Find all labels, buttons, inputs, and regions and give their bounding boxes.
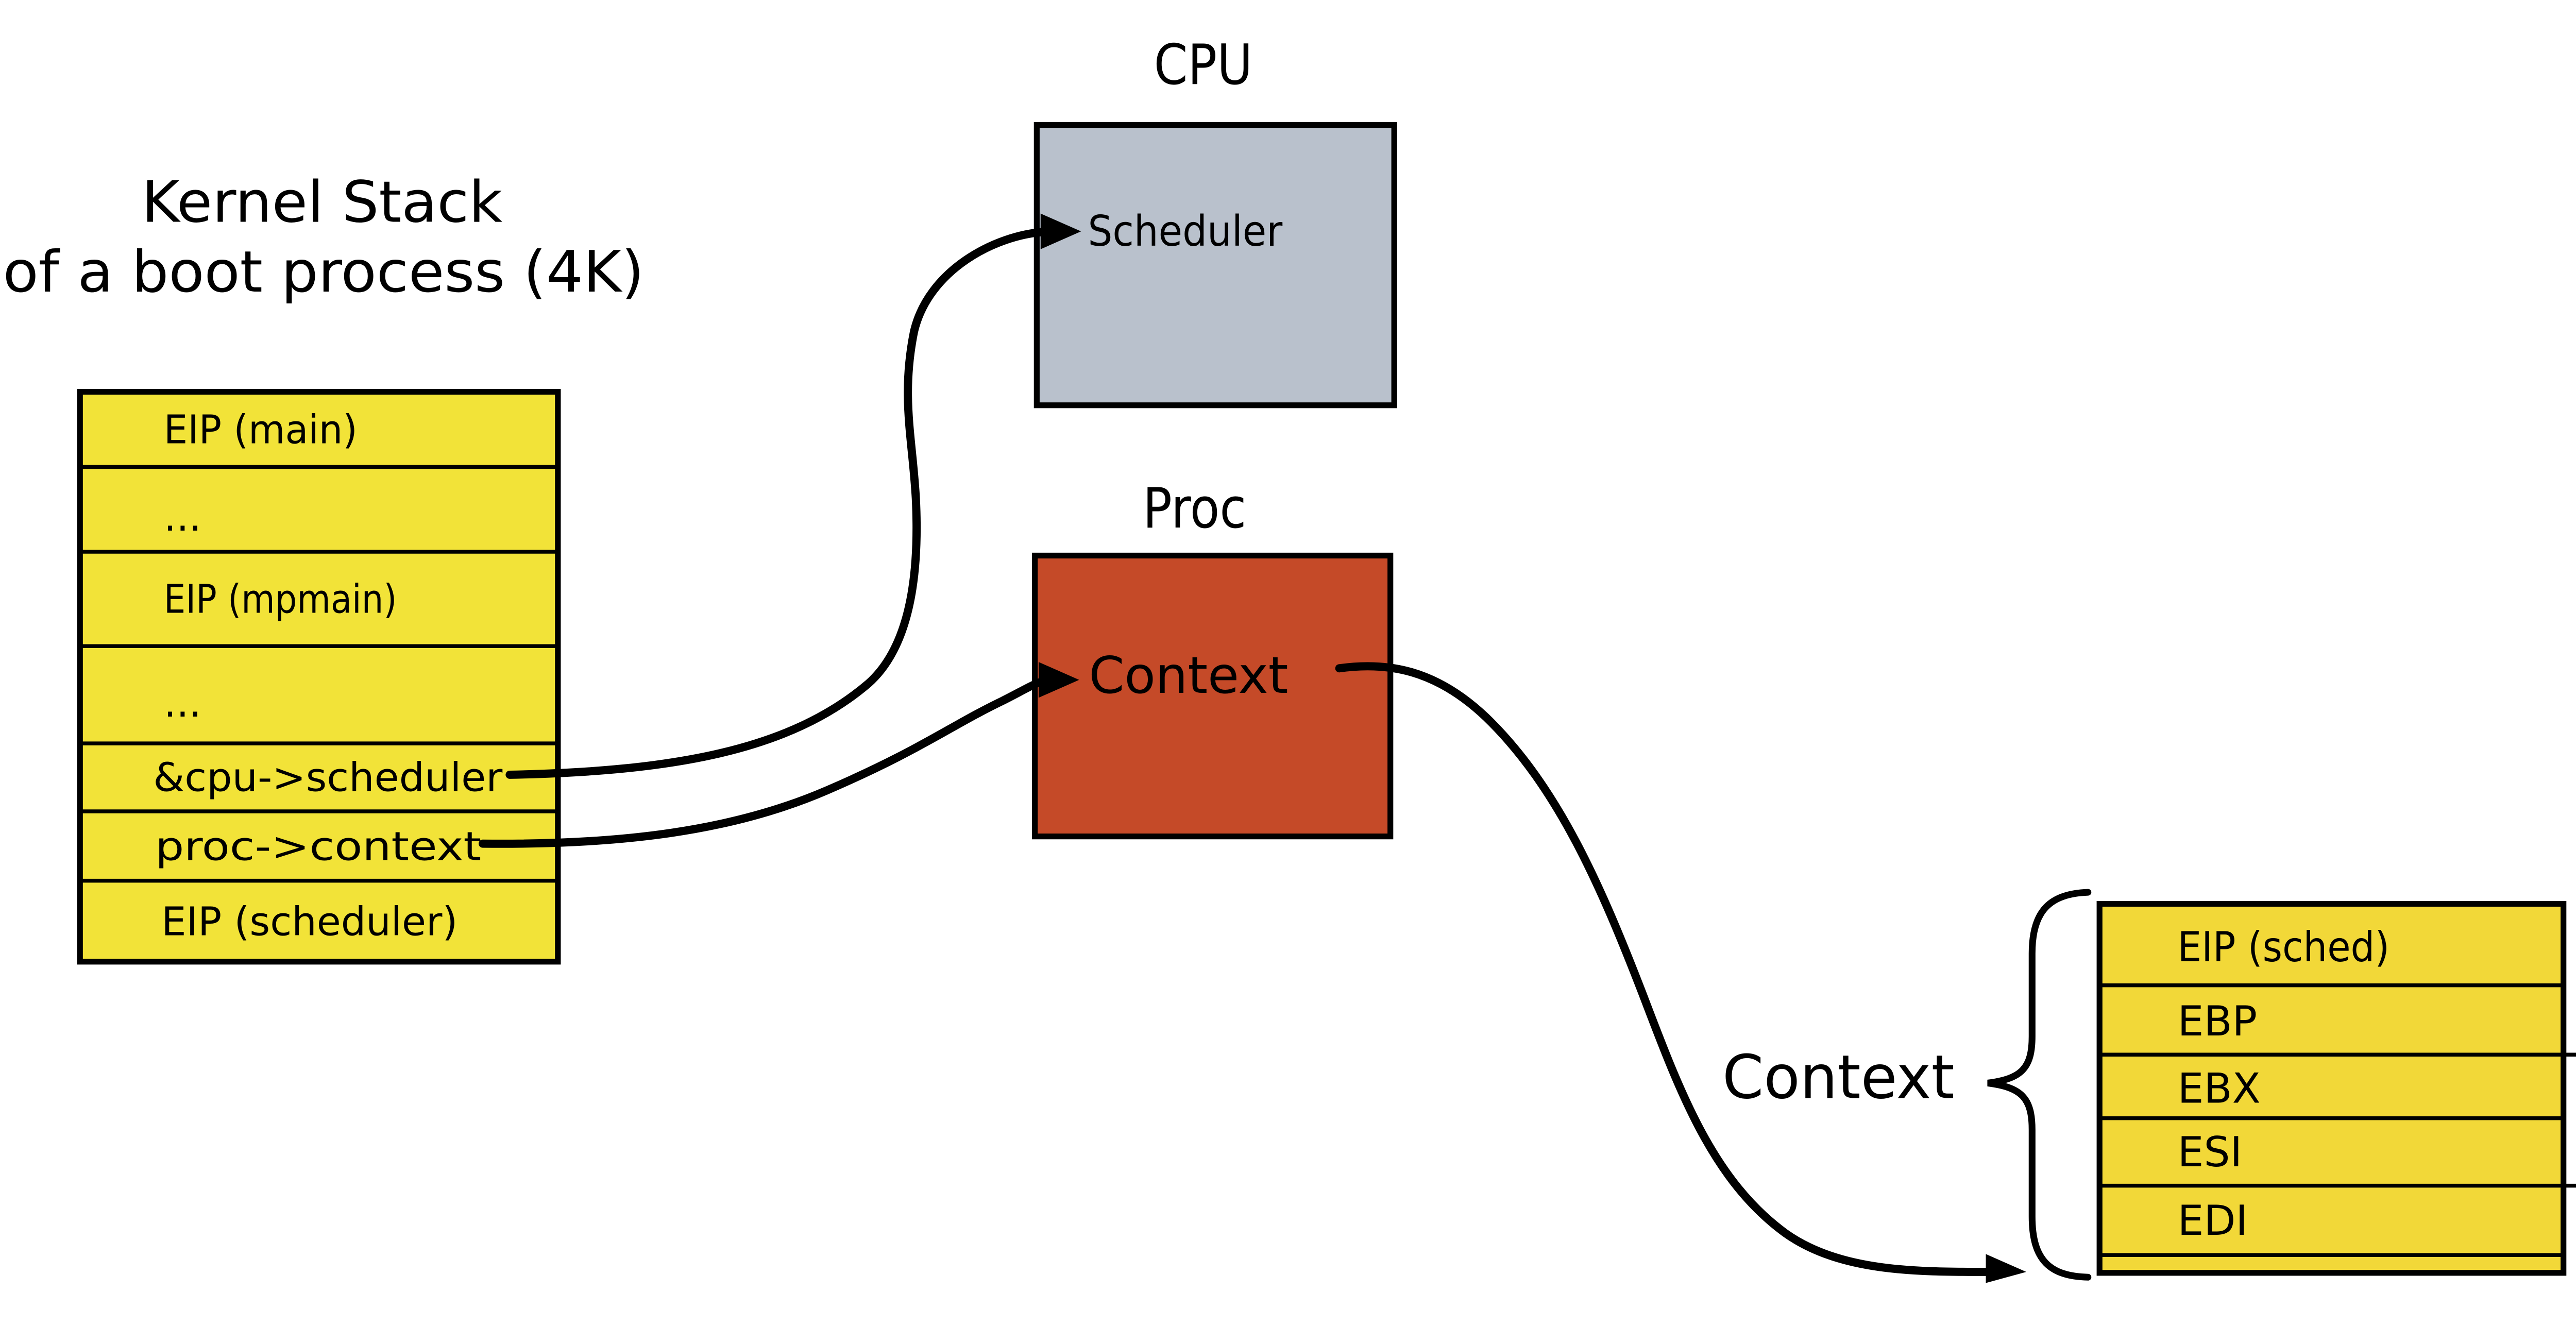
diagram-title: Kernel Stack of a boot process (4K)	[3, 169, 645, 305]
context-row-eip-sched: EIP (sched)	[2178, 923, 2389, 971]
stack-row-ellipsis-2: ...	[164, 681, 201, 726]
proc-box-group: Proc Context	[1031, 477, 1394, 840]
kernel-stack-outline	[77, 388, 561, 965]
cpu-scheduler-text: Scheduler	[1088, 207, 1282, 256]
diagram-title-line1: Kernel Stack	[142, 169, 502, 235]
arrow-context-struct-curve	[1335, 662, 1994, 1276]
context-row-esi: ESI	[2178, 1128, 2243, 1176]
cpu-box-title: CPU	[1154, 33, 1253, 97]
stack-row-cpu-scheduler: &cpu->scheduler	[153, 755, 502, 801]
context-brace-icon	[1987, 889, 2092, 1281]
arrow-context-struct	[1335, 662, 2027, 1283]
arrow-cpu-scheduler	[505, 213, 1081, 779]
stack-row-ellipsis-1: ...	[164, 495, 201, 540]
context-row-edi: EDI	[2178, 1196, 2248, 1245]
arrow-head-icon	[1040, 213, 1081, 249]
proc-box	[1031, 552, 1394, 840]
context-struct-label: Context	[1722, 1042, 1955, 1112]
arrow-head-icon	[1986, 1254, 2027, 1283]
context-row-ebx: EBX	[2178, 1064, 2261, 1113]
stack-row-proc-context: proc->context	[155, 824, 481, 870]
stack-row-eip-mpmain: EIP (mpmain)	[164, 577, 397, 623]
arrow-proc-context-curve	[479, 677, 1046, 848]
arrow-cpu-scheduler-curve	[505, 228, 1050, 779]
arrow-proc-context	[479, 662, 1079, 848]
diagram-title-line2: of a boot process (4K)	[3, 240, 645, 305]
context-table-outline	[2096, 900, 2567, 1276]
arrow-head-icon	[1039, 662, 1079, 698]
stack-row-eip-main: EIP (main)	[164, 407, 358, 453]
cpu-box	[1033, 122, 1397, 409]
kernel-stack-table: EIP (main) ... EIP (mpmain) ... &cpu->sc…	[77, 388, 561, 965]
stack-row-eip-scheduler: EIP (scheduler)	[161, 899, 457, 945]
context-row-ebp: EBP	[2178, 997, 2257, 1045]
proc-box-title: Proc	[1143, 477, 1246, 541]
context-table: EIP (sched) EBP EBX ESI EDI	[2096, 900, 2576, 1276]
cpu-box-group: CPU Scheduler	[1033, 33, 1397, 409]
proc-context-text: Context	[1089, 647, 1288, 705]
